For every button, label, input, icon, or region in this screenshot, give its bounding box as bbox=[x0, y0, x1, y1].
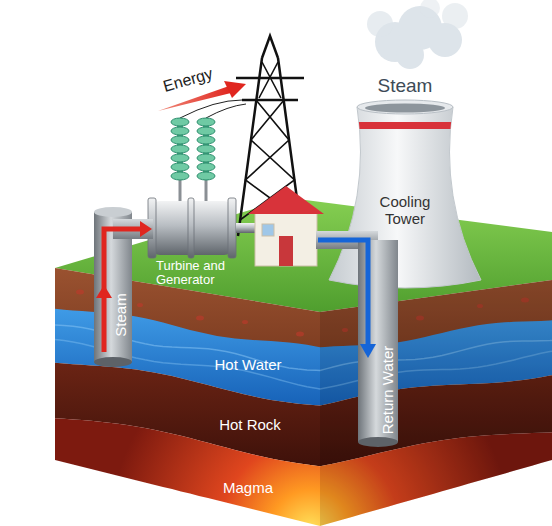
return-water-label: Return Water bbox=[380, 346, 397, 435]
right-face-shade bbox=[320, 280, 552, 526]
cooling-tower: Cooling Tower bbox=[325, 98, 485, 290]
node-label: Magma bbox=[223, 479, 273, 496]
steam-pipe-label: Steam bbox=[113, 293, 130, 336]
steam-label: Steam bbox=[378, 76, 433, 97]
steam-cloud bbox=[367, 0, 468, 69]
turbine-label: Turbine and Generator bbox=[156, 259, 242, 288]
insulators bbox=[171, 118, 215, 202]
steam-pipe bbox=[94, 207, 153, 367]
node-label: Hot Rock bbox=[219, 416, 281, 433]
power-house bbox=[248, 186, 324, 266]
node-label: Cooling Tower bbox=[369, 193, 441, 228]
turbine-generator bbox=[148, 198, 256, 258]
energy-label: Energy bbox=[161, 65, 215, 96]
return-water-pipe bbox=[316, 231, 398, 447]
node-label: Hot Water bbox=[215, 356, 282, 373]
